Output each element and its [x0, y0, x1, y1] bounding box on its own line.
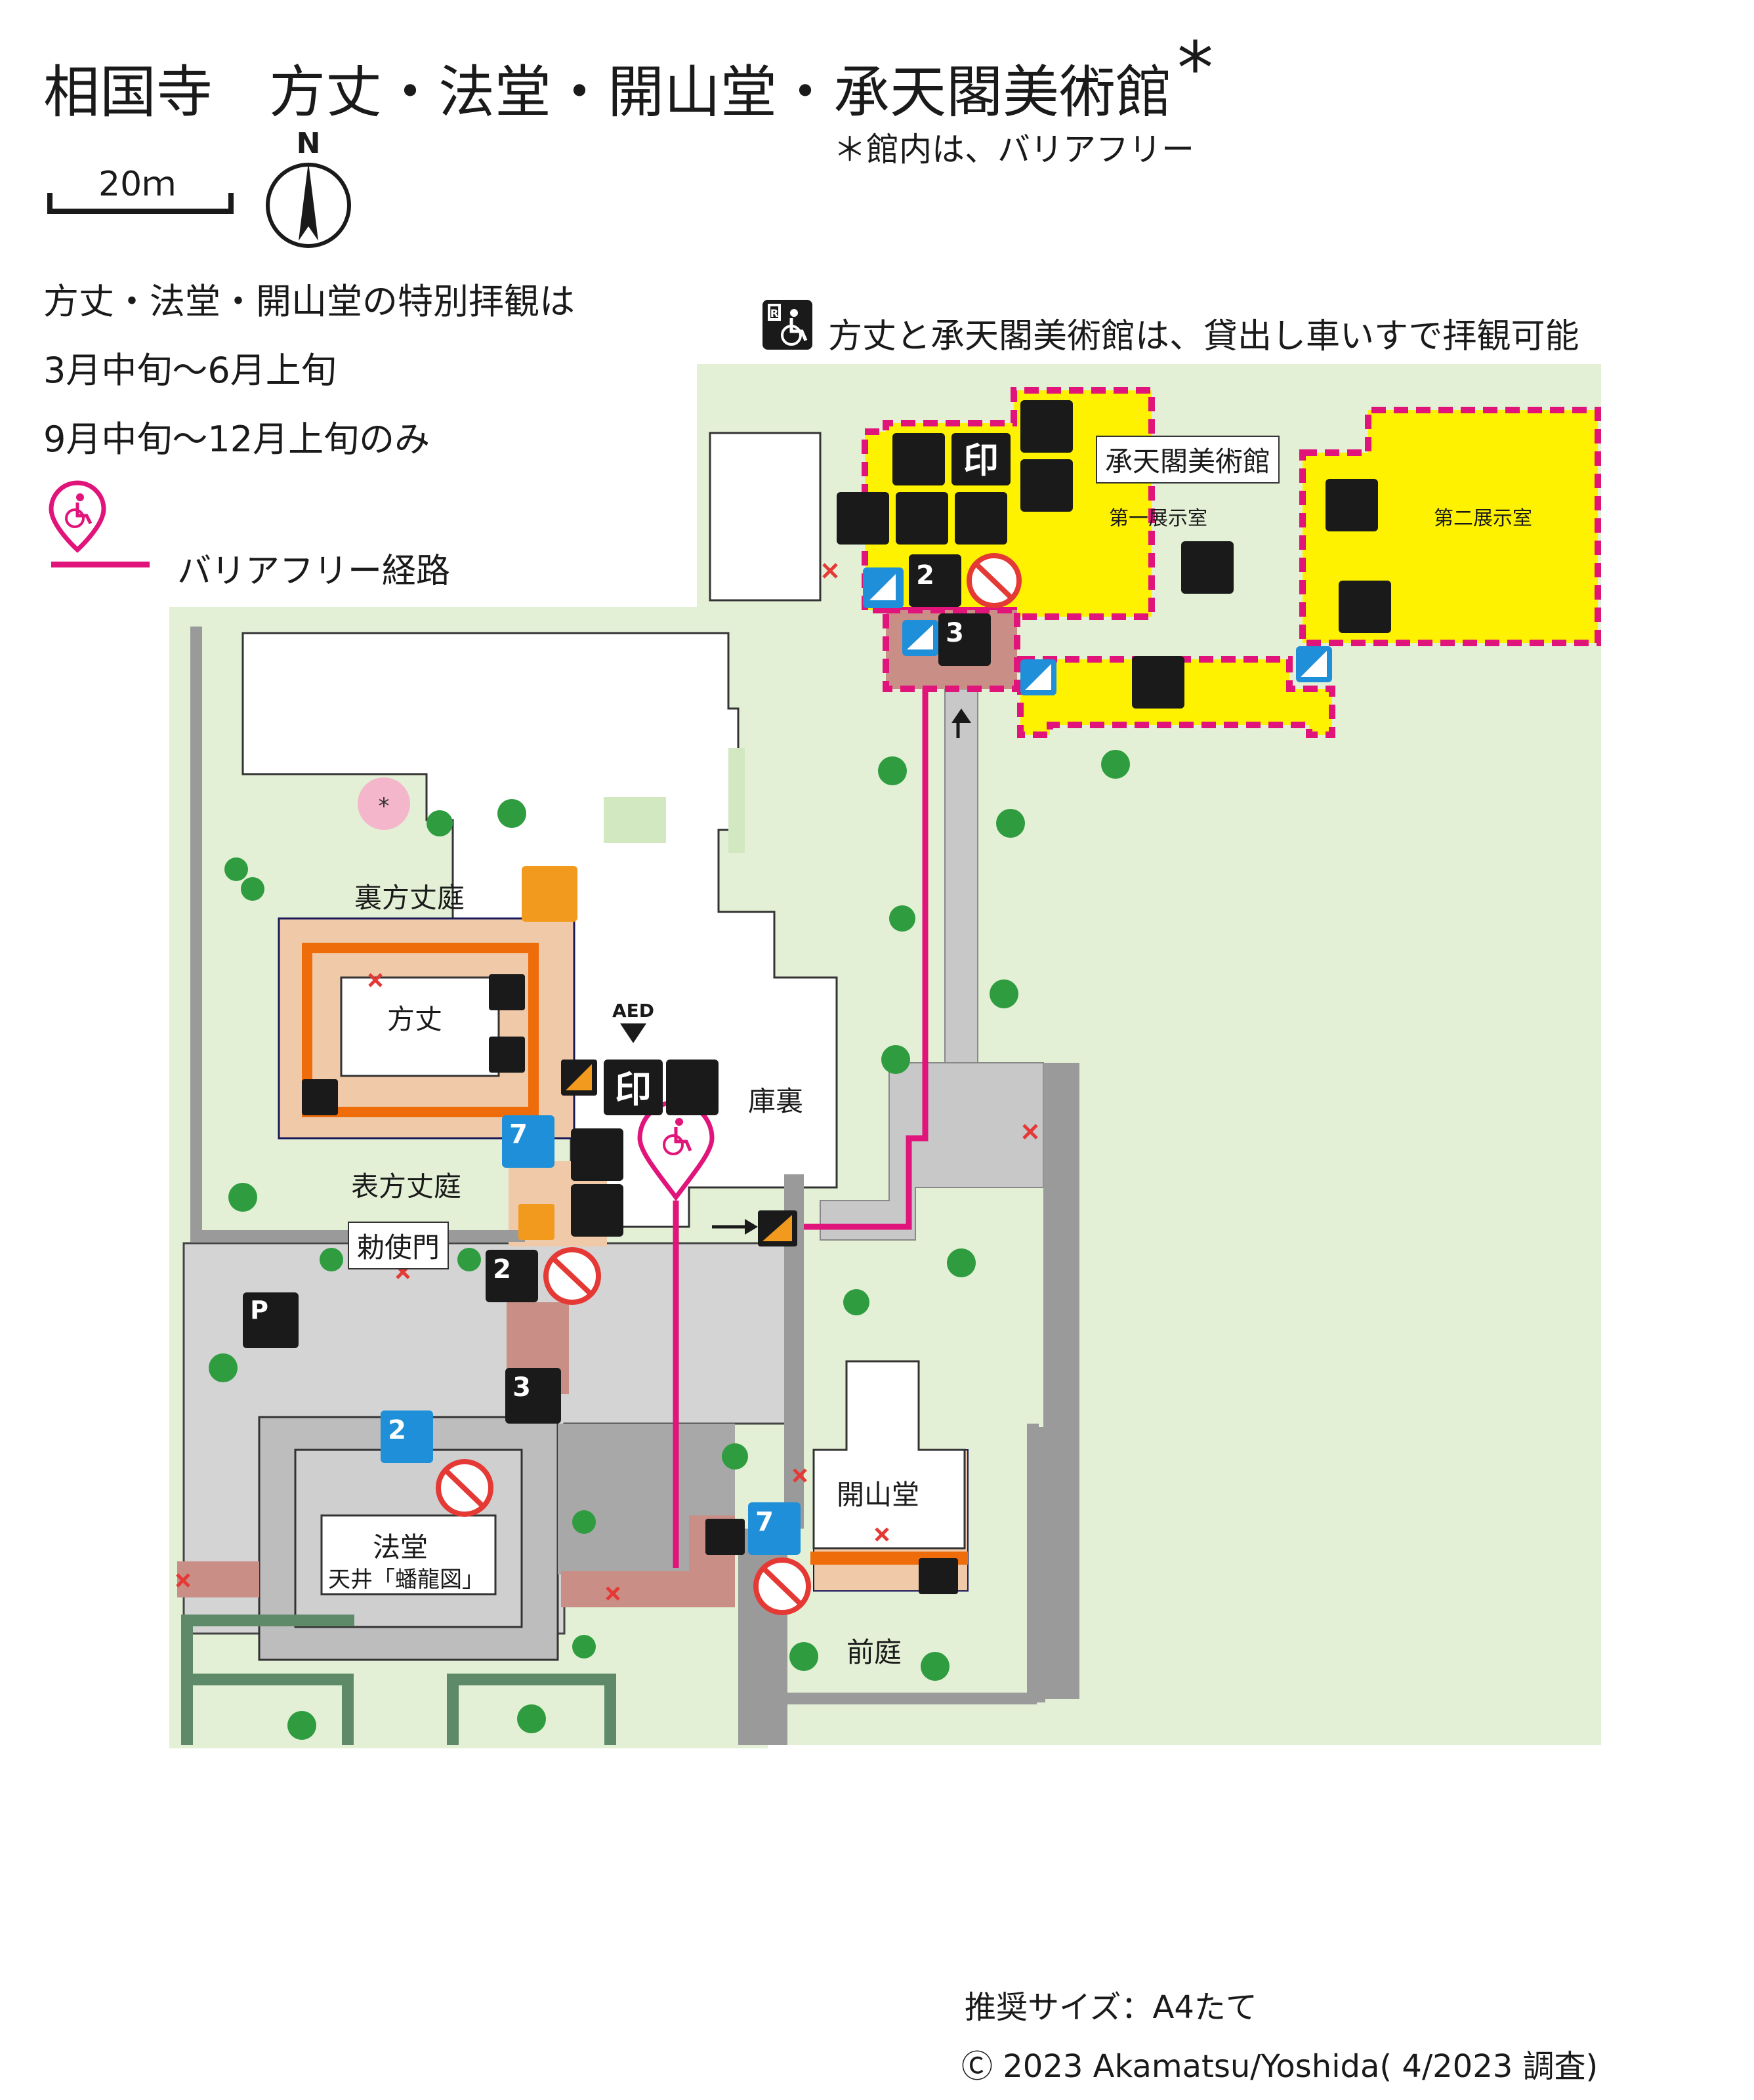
route-north	[804, 689, 929, 1230]
toilet-icon-museum	[1020, 400, 1073, 453]
hatto-ceiling-label: 天井「蟠龍図」	[328, 1567, 484, 1593]
step-icon-kaisando-2	[919, 1558, 958, 1594]
scale-bar	[47, 193, 234, 214]
courtyard-1	[604, 797, 666, 843]
seal-icon-temple	[604, 1060, 663, 1115]
page-title: 相国寺 方丈・法堂・開山堂・承天閣美術館*	[43, 26, 1213, 125]
stairs-3-icon-gate-label: 3	[512, 1372, 531, 1403]
aed-icon	[607, 994, 659, 1050]
stairs-2-icon-gate-label: 2	[493, 1254, 511, 1285]
seat-icon-1	[1020, 459, 1073, 512]
route-start-pin	[637, 1100, 715, 1201]
locker-icon	[837, 492, 889, 545]
west-ramp	[177, 1561, 259, 1597]
barrier-free-note: ＊館内は、バリアフリー	[833, 131, 1194, 169]
seat-icon-3	[1326, 479, 1378, 531]
stairs-2-icon-museum	[909, 554, 961, 607]
stairs-7-icon-hojo	[502, 1115, 554, 1168]
compass-n-label: N	[297, 128, 321, 160]
route-arrow-east	[745, 1219, 758, 1235]
rental-wheelchair-icon: R	[762, 300, 812, 350]
route-legend-label: バリアフリー経路	[177, 552, 451, 591]
hojo-veranda	[302, 943, 539, 1117]
stairs-2-icon-museum-label: 2	[916, 560, 934, 590]
step-icon-kaisando-1	[705, 1519, 745, 1555]
exhibit-room-2-label: 第二展示室	[1434, 507, 1532, 530]
building-north	[709, 432, 822, 602]
toilet-icon-temple	[522, 866, 577, 922]
stairs-3-icon-museum-label: 3	[946, 618, 964, 648]
step-icon-gate	[518, 1204, 554, 1240]
stairs-7-icon-kaisando-label: 7	[755, 1507, 774, 1537]
info-line-3: 9月中旬～12月上旬のみ	[43, 419, 430, 460]
hatto-label: 法堂	[373, 1531, 428, 1563]
title-asterisk: *	[1177, 26, 1213, 110]
route-arrow-north	[951, 709, 971, 723]
aed-icon-label: AED	[612, 1000, 654, 1021]
hojo-label: 方丈	[387, 1003, 443, 1035]
wheelchair-rental-icon-temple	[571, 1128, 623, 1181]
seat-icon-2	[1181, 541, 1234, 594]
shop-icon-museum	[955, 492, 1007, 545]
scale-label: 20ｍ	[98, 165, 177, 204]
info-line-2: 3月中旬～6月上旬	[43, 350, 337, 391]
reception-icon-museum	[896, 492, 948, 545]
stairs-7-icon-kaisando	[748, 1502, 801, 1555]
stairs-2-icon-gate	[486, 1250, 538, 1302]
stairs-7-icon-hojo-label: 7	[509, 1119, 528, 1149]
plant-icons	[209, 750, 1130, 1740]
shop-icon-temple	[666, 1060, 719, 1115]
south-ramp	[561, 1515, 735, 1607]
svg-text:*: *	[379, 793, 390, 819]
seal-icon-temple-label: 印	[615, 1069, 652, 1111]
kuri-label: 庫裏	[748, 1085, 804, 1117]
front-garden-label: 表方丈庭	[351, 1170, 462, 1203]
seat-icon-5	[1132, 656, 1184, 709]
parking-icon-label: P	[250, 1296, 268, 1325]
stairs-3-icon-gate	[505, 1368, 561, 1424]
back-garden-label: 裏方丈庭	[354, 882, 465, 914]
museum-icons: 印 2 3	[837, 400, 1391, 709]
hatto-building	[320, 1514, 497, 1596]
copyright: Ⓒ 2023 Akamatsu/Yoshida( 4/2023 調査)	[961, 2048, 1598, 2085]
maeniwa-label: 前庭	[846, 1636, 902, 1668]
svg-text:R: R	[770, 307, 778, 319]
stairs-2-icon-hatto	[381, 1410, 433, 1463]
exhibit-room-1-label: 第一展示室	[1109, 507, 1207, 530]
sakura-icon: *	[358, 777, 410, 830]
walls	[190, 627, 1079, 1745]
step-icon-hojo-3	[302, 1079, 338, 1115]
hojo-building	[340, 976, 500, 1077]
step-icon-hojo-2	[489, 1037, 525, 1073]
stairs-3-icon-museum	[938, 613, 991, 666]
barrier-free-route-legend-icon	[49, 480, 150, 567]
kaisando-building	[812, 1360, 966, 1550]
reception-icon-temple	[571, 1184, 623, 1237]
seal-icon-museum-label: 印	[963, 440, 999, 481]
stairs-2-icon-hatto-label: 2	[388, 1415, 406, 1445]
parking-icon	[243, 1292, 299, 1348]
rental-note: 方丈と承天閣美術館は、貸出し車いすで拝観可能	[828, 317, 1579, 356]
museum-label: 承天閣美術館	[1096, 436, 1280, 484]
courtyard-2	[728, 748, 745, 853]
seat-icon-4	[1339, 581, 1391, 633]
north-compass-icon: N	[266, 128, 351, 248]
kaisando-label: 開山堂	[837, 1479, 920, 1511]
hedges	[181, 1615, 616, 1745]
chokushimon-label: 勅使門	[348, 1222, 449, 1269]
step-icon-hojo-1	[489, 974, 525, 1010]
wheelchair-rental-icon-museum	[892, 433, 945, 485]
seal-icon-museum	[951, 433, 1011, 485]
recommended-size: 推奨サイズ：A4たて	[965, 1989, 1257, 2026]
temple-icons: AED 印 7 2 P 3 2 7	[243, 866, 958, 1615]
info-line-1: 方丈・法堂・開山堂の特別拝観は	[43, 281, 575, 322]
